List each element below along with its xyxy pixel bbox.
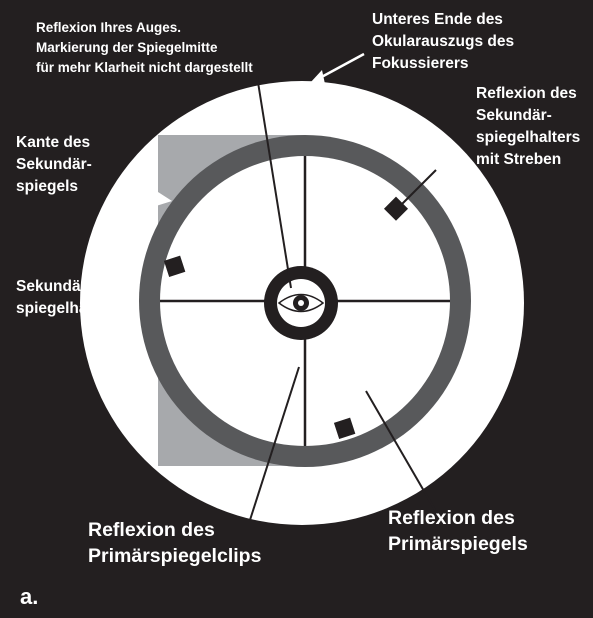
leader-primary — [365, 390, 436, 511]
panel-letter: a. — [20, 584, 38, 609]
label-clip-reflection: Reflexion des Primärspiegelclips — [88, 519, 262, 567]
label-eye-reflection: Reflexion Ihres Auges. Markierung der Sp… — [36, 20, 253, 75]
eye-highlight — [298, 300, 304, 306]
arrow-edge-head — [156, 192, 172, 206]
label-primary-reflection: Reflexion des Primärspiegels — [388, 507, 528, 555]
arrow-holder-up-head — [108, 214, 126, 232]
clip-mark-bottom — [333, 417, 356, 440]
arrow-holder-down-head — [108, 370, 126, 388]
label-secondary-edge: Kante des Sekundär- spiegels — [16, 134, 96, 195]
arrow-focuser-head — [310, 70, 325, 84]
clip-mark-left — [163, 255, 186, 278]
label-focuser-end: Unteres Ende des Okularauszugs des Fokus… — [372, 11, 518, 72]
arrow-edge-line — [118, 182, 166, 201]
leader-clip — [249, 366, 300, 521]
leader-eye — [256, 75, 292, 289]
arrow-focuser-line — [315, 52, 365, 82]
label-holder-reflection: Reflexion des Sekundär- spiegelhalters m… — [476, 85, 585, 168]
label-secondary-holder: Sekundär- spiegelhalter — [16, 278, 112, 317]
leader-holder — [397, 169, 437, 209]
